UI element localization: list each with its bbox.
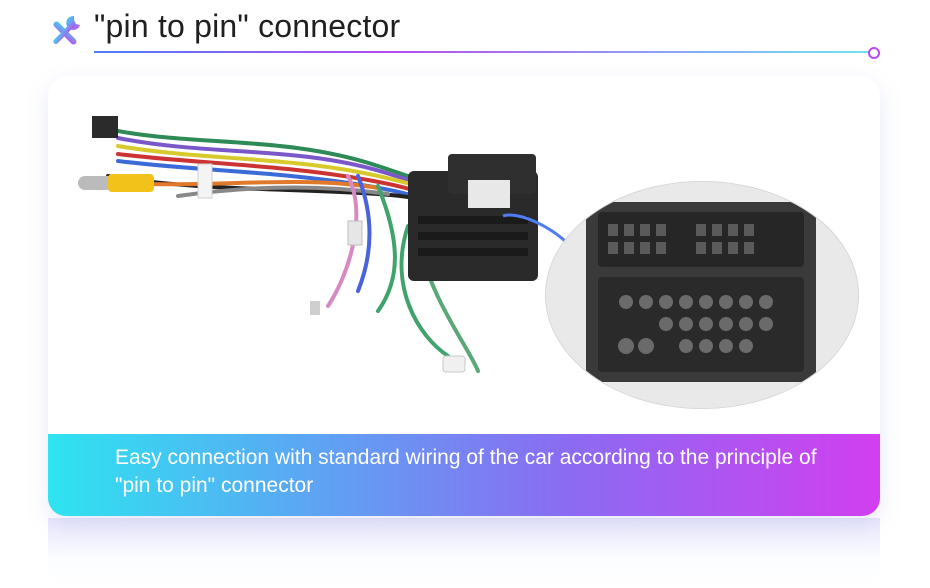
card-reflection [48,518,880,588]
tools-icon [53,15,80,45]
banner-text: Easy connection with standard wiring of … [115,446,817,497]
feature-banner: Easy connection with standard wiring of … [48,434,880,516]
header: "pin to pin" connector [0,0,930,70]
product-card: Easy connection with standard wiring of … [48,76,880,516]
title-underline [94,51,870,53]
connector-pins-closeup [546,182,858,408]
connector-zoom-view [545,181,859,409]
title-underline-dot [868,47,880,59]
page-title: "pin to pin" connector [94,8,401,44]
